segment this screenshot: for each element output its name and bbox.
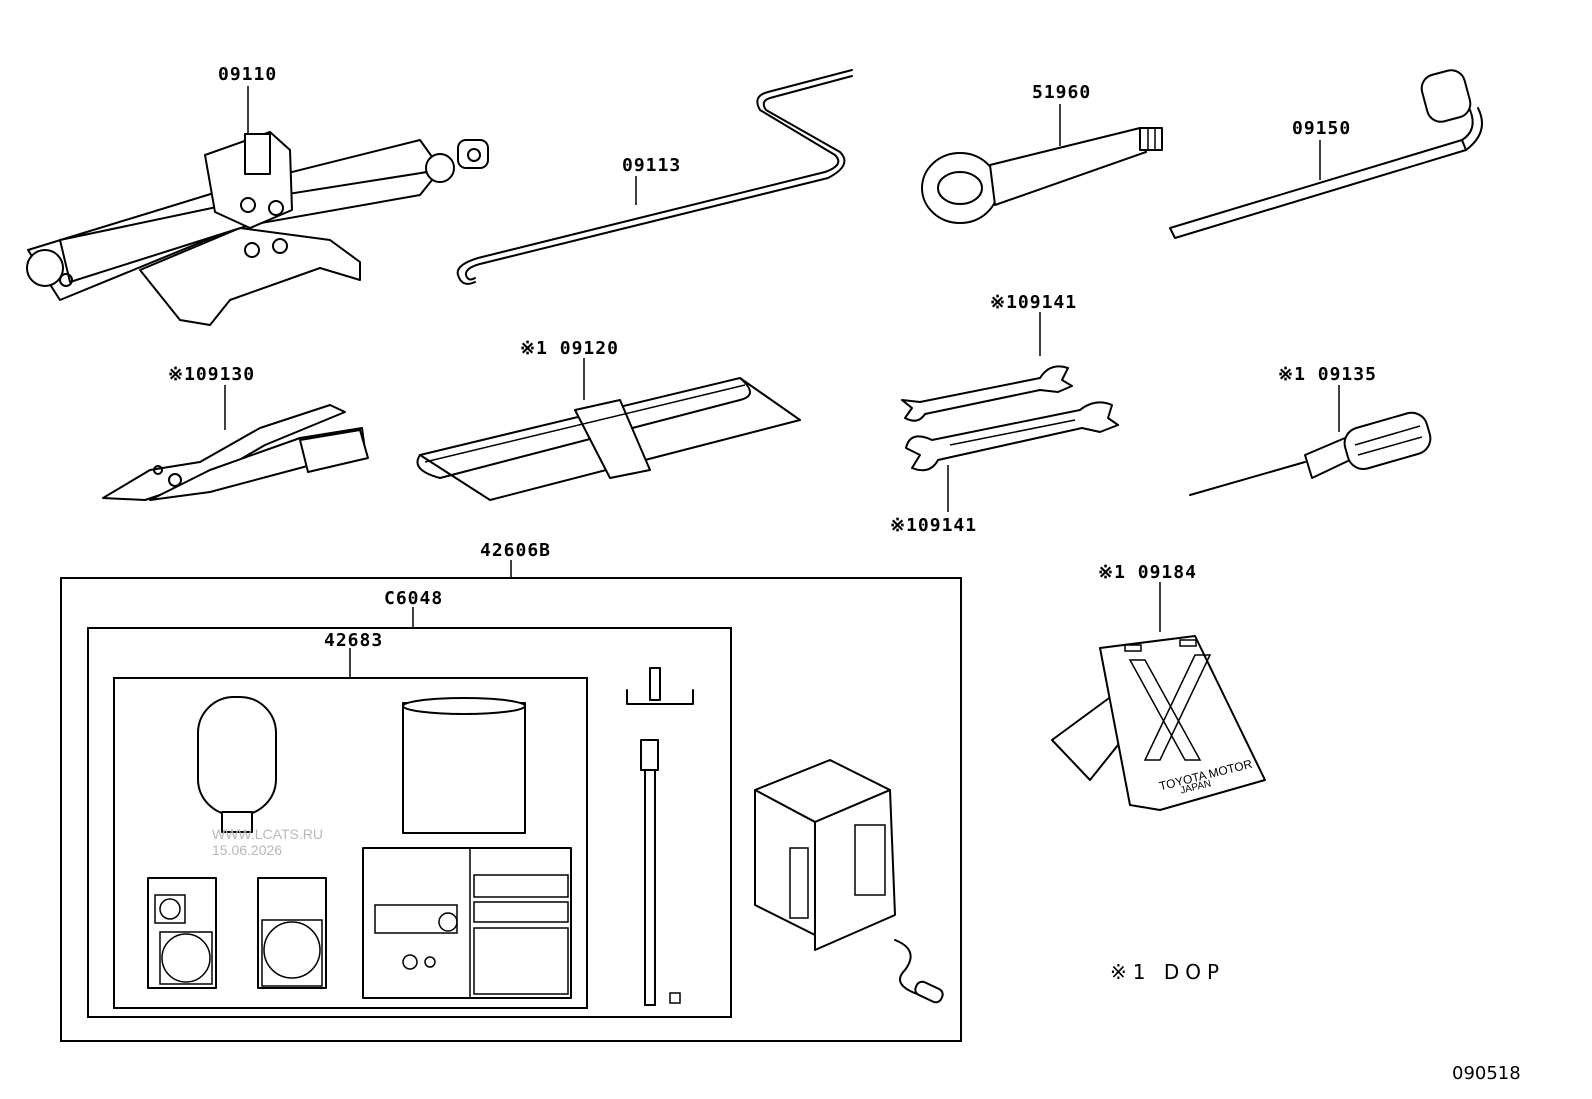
sealant-bottle-drawing (197, 696, 526, 834)
footnote-dop: ※1 DOP (1110, 960, 1226, 984)
part-label-towing-eye[interactable]: 51960 (1032, 82, 1092, 103)
jack-drawing (26, 131, 489, 326)
kit-boxes (60, 577, 962, 1042)
hose-drawing (626, 667, 694, 1006)
towing-eye-drawing (921, 127, 1163, 224)
instruction-cards (147, 847, 572, 999)
watermark-date: 15.06.2026 (212, 842, 283, 858)
pliers-drawing (102, 404, 369, 501)
wheel-chock-drawing (1051, 635, 1266, 811)
wheel-wrench-drawing (1169, 69, 1483, 239)
part-label-jack[interactable]: 09110 (218, 64, 278, 85)
compressor-drawing (754, 759, 944, 1004)
watermark-site: WWW.LCATS.RU (212, 826, 323, 842)
part-label-spanner-upper[interactable]: ※109141 (990, 292, 1078, 313)
part-label-jack-handle[interactable]: 09113 (622, 155, 682, 176)
part-label-tool-bag[interactable]: ※1 09120 (520, 338, 619, 359)
jack-handle-drawing (456, 69, 853, 285)
leader-lines (224, 86, 1340, 678)
part-label-spanner-lower[interactable]: ※109141 (890, 515, 978, 536)
part-label-sub-kit[interactable]: C6048 (384, 588, 444, 609)
part-label-screwdriver[interactable]: ※1 09135 (1278, 364, 1377, 385)
part-label-sealant-kit[interactable]: 42683 (324, 630, 384, 651)
part-label-wheel-chock[interactable]: ※1 09184 (1098, 562, 1197, 583)
part-label-wheel-wrench[interactable]: 09150 (1292, 118, 1352, 139)
tool-bag-drawing (416, 377, 801, 501)
diagram-number: 090518 (1452, 1063, 1521, 1084)
part-label-repair-kit[interactable]: 42606B (480, 540, 552, 561)
screwdriver-drawing (1189, 411, 1432, 496)
part-label-pliers[interactable]: ※109130 (168, 364, 256, 385)
spanners-drawing (901, 365, 1119, 472)
